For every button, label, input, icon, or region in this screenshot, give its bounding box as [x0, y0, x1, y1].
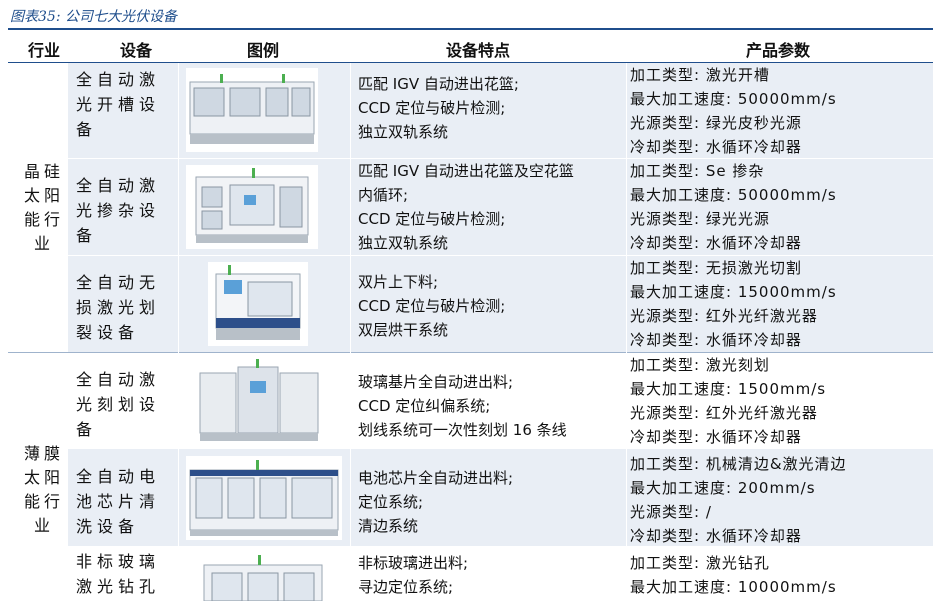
param-list: 加工类型: 激光钻孔 最大加工速度: 10000mm/s: [630, 551, 930, 599]
feature-item: 寻边定位系统;: [358, 578, 454, 596]
feature-item: 玻璃基片全自动进出料;: [358, 373, 514, 391]
table-row: 全自动激光开槽设备 匹配 IGV 自动进出花篮; CCD 定位与破片检测; 独立…: [68, 63, 933, 158]
row-separator: [68, 158, 933, 159]
equipment-image: [186, 165, 318, 249]
feature-item: CCD 定位与破片检测;: [358, 99, 506, 117]
laser-engraving-machine-icon: [199, 359, 319, 441]
table-row: 全自动激光掺杂设备 匹配 IGV 自动进出花篮及空花篮 内循环; CCD 定位与…: [68, 159, 933, 255]
feature-item: CCD 定位纠偏系统;: [358, 397, 491, 415]
param-item: 最大加工速度: 50000mm/s: [630, 90, 837, 108]
feature-list: 匹配 IGV 自动进出花篮及空花篮 内循环; CCD 定位与破片检测; 独立双轨…: [358, 159, 623, 255]
feature-item: 划线系统可一次性刻划 16 条线: [358, 421, 567, 439]
param-item: 加工类型: 机械清边&激光清边: [630, 455, 847, 473]
param-list: 加工类型: 激光开槽 最大加工速度: 50000mm/s 光源类型: 绿光皮秒光…: [630, 63, 930, 159]
industry-group-thinfilm: 薄膜太阳能行业: [8, 442, 68, 538]
table-row: 全自动激光刻划设备 玻璃基片全自动进出料; CCD 定位纠偏系统; 划线系统可一…: [68, 353, 933, 449]
feature-item: 非标玻璃进出料;: [358, 554, 469, 572]
header-equipment: 设备: [119, 41, 152, 60]
feature-list: 非标玻璃进出料; 寻边定位系统;: [358, 551, 623, 599]
row-separator: [68, 255, 933, 256]
param-list: 加工类型: Se 掺杂 最大加工速度: 50000mm/s 光源类型: 绿光光源…: [630, 159, 930, 255]
param-item: 冷却类型: 水循环冷却器: [630, 428, 802, 446]
cell-cleaning-machine-icon: [189, 460, 339, 536]
equipment-name: 全自动无损激光划裂设备: [76, 273, 161, 342]
param-item: 最大加工速度: 10000mm/s: [630, 578, 837, 596]
equipment-image: [186, 456, 342, 540]
equipment-image: [198, 551, 328, 602]
table-row: 全自动电池芯片清洗设备 电池芯片全自动进出料; 定位系统; 清边系统 加工类型:…: [68, 450, 933, 546]
laser-scribing-machine-icon: [215, 265, 301, 340]
equipment-image: [186, 68, 318, 152]
row-separator: [68, 449, 933, 450]
industry-label: 薄膜太阳能行业: [23, 444, 64, 535]
industry-label: 晶硅太阳能行业: [23, 162, 64, 253]
industry-group-crystalline: 晶硅太阳能行业: [8, 160, 68, 256]
feature-list: 匹配 IGV 自动进出花篮; CCD 定位与破片检测; 独立双轨系统: [358, 72, 623, 144]
laser-grooving-machine-icon: [189, 74, 315, 144]
feature-list: 玻璃基片全自动进出料; CCD 定位纠偏系统; 划线系统可一次性刻划 16 条线: [358, 370, 623, 442]
feature-item: CCD 定位与破片检测;: [358, 210, 506, 228]
equipment-name: 非标玻璃激光钻孔: [76, 552, 161, 596]
feature-item: 双片上下料;: [358, 273, 439, 291]
equipment-image: [196, 357, 322, 445]
feature-item: 电池芯片全自动进出料;: [358, 469, 514, 487]
header-features: 设备特点: [445, 41, 510, 60]
equipment-name: 全自动电池芯片清洗设备: [76, 467, 161, 536]
feature-item: 匹配 IGV 自动进出花篮及空花篮: [358, 162, 574, 180]
header-rule: [8, 62, 933, 63]
feature-item: 双层烘干系统: [358, 321, 449, 339]
table-row: 全自动无损激光划裂设备 双片上下料; CCD 定位与破片检测; 双层烘干系统 加…: [68, 256, 933, 352]
equipment-name: 全自动激光开槽设备: [76, 70, 161, 139]
param-item: 冷却类型: 水循环冷却器: [630, 527, 802, 545]
table-top-rule: [8, 28, 933, 30]
param-item: 加工类型: 激光开槽: [630, 66, 770, 84]
param-item: 冷却类型: 水循环冷却器: [630, 234, 802, 252]
param-item: 冷却类型: 水循环冷却器: [630, 331, 802, 349]
feature-item: 定位系统;: [358, 493, 424, 511]
table-row: 非标玻璃激光钻孔 非标玻璃进出料; 寻边定位系统; 加工类型: 激光钻孔 最大加…: [68, 547, 933, 602]
param-item: 最大加工速度: 1500mm/s: [630, 380, 827, 398]
feature-item: CCD 定位与破片检测;: [358, 297, 506, 315]
param-item: 加工类型: Se 掺杂: [630, 162, 765, 180]
param-item: 光源类型: 绿光皮秒光源: [630, 114, 802, 132]
feature-item: 内循环;: [358, 186, 409, 204]
feature-item: 独立双轨系统: [358, 123, 449, 141]
figure-caption: 图表35: 公司七大光伏设备: [10, 9, 177, 25]
param-item: 加工类型: 激光钻孔: [630, 554, 770, 572]
param-item: 最大加工速度: 50000mm/s: [630, 186, 837, 204]
glass-drilling-machine-icon: [203, 555, 323, 602]
header-params: 产品参数: [745, 41, 810, 60]
header-industry: 行业: [27, 41, 60, 60]
param-list: 加工类型: 无损激光切割 最大加工速度: 15000mm/s 光源类型: 红外光…: [630, 256, 930, 352]
feature-item: 匹配 IGV 自动进出花篮;: [358, 75, 519, 93]
laser-doping-machine-icon: [195, 168, 309, 243]
param-item: 加工类型: 无损激光切割: [630, 259, 802, 277]
param-item: 光源类型: 红外光纤激光器: [630, 404, 818, 422]
feature-item: 清边系统: [358, 517, 419, 535]
param-item: 最大加工速度: 200mm/s: [630, 479, 816, 497]
param-list: 加工类型: 激光刻划 最大加工速度: 1500mm/s 光源类型: 红外光纤激光…: [630, 353, 930, 449]
param-item: 最大加工速度: 15000mm/s: [630, 283, 837, 301]
equipment-name: 全自动激光掺杂设备: [76, 176, 161, 245]
equipment-name: 全自动激光刻划设备: [76, 370, 161, 439]
param-item: 冷却类型: 水循环冷却器: [630, 138, 802, 156]
feature-list: 电池芯片全自动进出料; 定位系统; 清边系统: [358, 466, 623, 538]
param-item: 光源类型: /: [630, 503, 712, 521]
feature-item: 独立双轨系统: [358, 234, 449, 252]
group-separator: [8, 352, 933, 353]
param-item: 光源类型: 绿光光源: [630, 210, 770, 228]
table-header: 行业 设备 图例 设备特点 产品参数: [8, 30, 933, 62]
equipment-image: [208, 262, 308, 346]
param-item: 加工类型: 激光刻划: [630, 356, 770, 374]
feature-list: 双片上下料; CCD 定位与破片检测; 双层烘干系统: [358, 270, 623, 342]
header-image: 图例: [246, 41, 279, 60]
param-item: 光源类型: 红外光纤激光器: [630, 307, 818, 325]
param-list: 加工类型: 机械清边&激光清边 最大加工速度: 200mm/s 光源类型: / …: [630, 452, 930, 548]
